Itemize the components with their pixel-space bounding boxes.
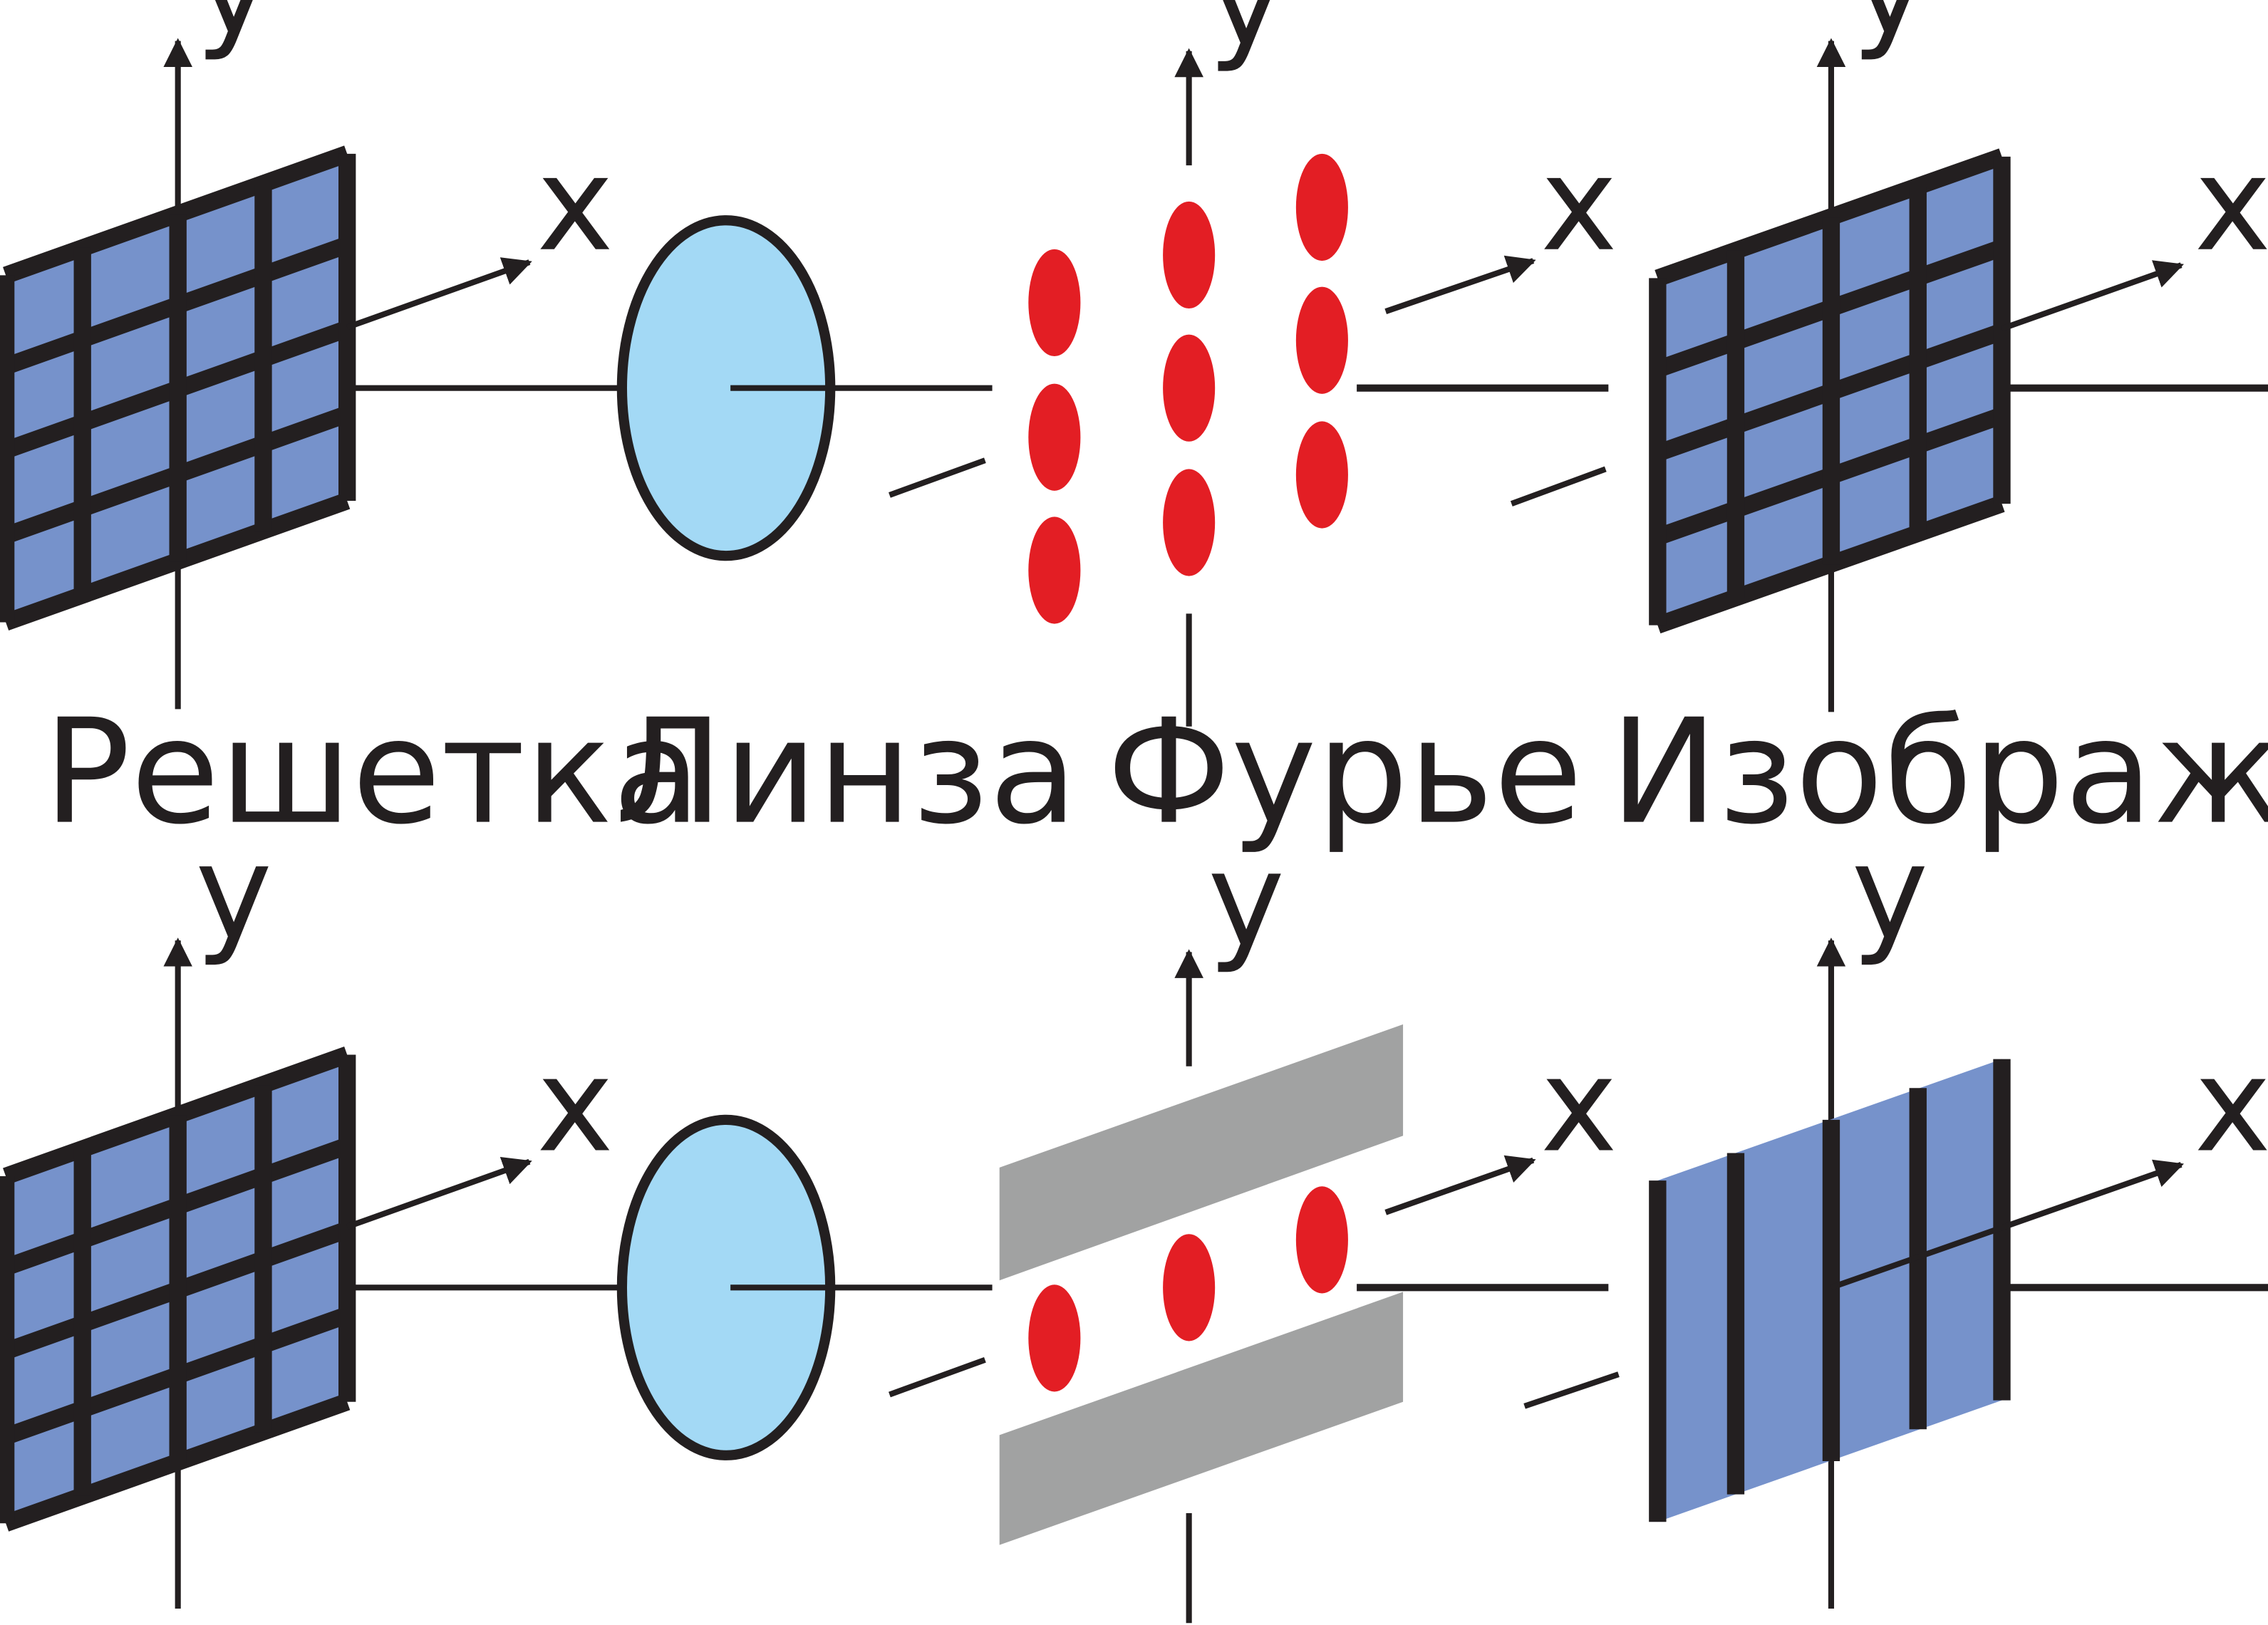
diffraction-spot: [1028, 1284, 1081, 1392]
filter-block-lower: [999, 1292, 1404, 1545]
fourier-x-axis: [1384, 1155, 1536, 1215]
grating-x-axis: [346, 1156, 532, 1230]
image-z-axis-segment: [1510, 466, 1607, 507]
diffraction-spot: [1163, 469, 1216, 576]
image-grid: [1649, 148, 2011, 634]
caption-lens: Линза: [615, 688, 1078, 856]
image-y-label: y: [1851, 817, 1928, 969]
image-y-label: y: [1851, 0, 1928, 63]
diffraction-spot: [1295, 1186, 1348, 1294]
grating-x-label: x: [537, 129, 613, 281]
image-z-axis-segment: [1523, 1371, 1620, 1409]
diffraction-spot: [1163, 201, 1216, 309]
fourier-x-label: x: [1541, 129, 1617, 281]
fourier-plane: y x: [889, 0, 1617, 727]
row-top: y x y x: [0, 0, 2268, 727]
diffraction-spot: [1028, 249, 1081, 357]
fourier-y-label: y: [1208, 0, 1285, 76]
diffraction-spot: [1028, 516, 1081, 624]
diffraction-spot: [1295, 421, 1348, 529]
diffraction-spot: [1295, 286, 1348, 394]
grating-x-axis: [346, 257, 532, 331]
caption-fourier: Фурье: [1107, 688, 1583, 856]
grating-object: y x: [0, 817, 613, 1609]
image-plane: y x: [1510, 0, 2268, 712]
filter-block-upper: [999, 1024, 1404, 1281]
grating-y-label: y: [195, 0, 272, 63]
diffraction-spot: [1163, 1234, 1216, 1341]
grating-x-label: x: [537, 1029, 613, 1181]
caption-grating: Решетка: [43, 688, 701, 856]
diffraction-spots: [1028, 153, 1348, 624]
fourier-x-label: x: [1541, 1029, 1617, 1181]
fourier-y-label: y: [1208, 824, 1285, 976]
image-plane: y x: [1523, 817, 2268, 1609]
grating-grid: [0, 145, 356, 631]
diffraction-spot: [1163, 334, 1216, 442]
fourier-plane: y x: [889, 824, 1617, 1624]
grating-grid: [0, 1047, 356, 1532]
image-x-label: x: [2194, 129, 2268, 281]
diffraction-spot: [1295, 153, 1348, 261]
row-bottom: y x y x: [0, 817, 2268, 1624]
diffraction-spot: [1028, 383, 1081, 491]
caption-image: Изображение: [1610, 688, 2268, 856]
captions: Решетка Линза Фурье Изображение: [43, 688, 2268, 856]
fourier-z-axis-segment: [889, 1357, 986, 1398]
image-x-axis: [2001, 260, 2185, 332]
fourier-z-axis-segment: [889, 457, 986, 498]
grating-y-label: y: [195, 817, 272, 969]
image-x-axis: [1830, 1159, 2185, 1291]
fourier-x-axis: [1384, 255, 1536, 314]
image-x-label: x: [2194, 1029, 2268, 1181]
grating-object: y x: [0, 0, 613, 710]
diffraction-spots: [1028, 1186, 1348, 1392]
